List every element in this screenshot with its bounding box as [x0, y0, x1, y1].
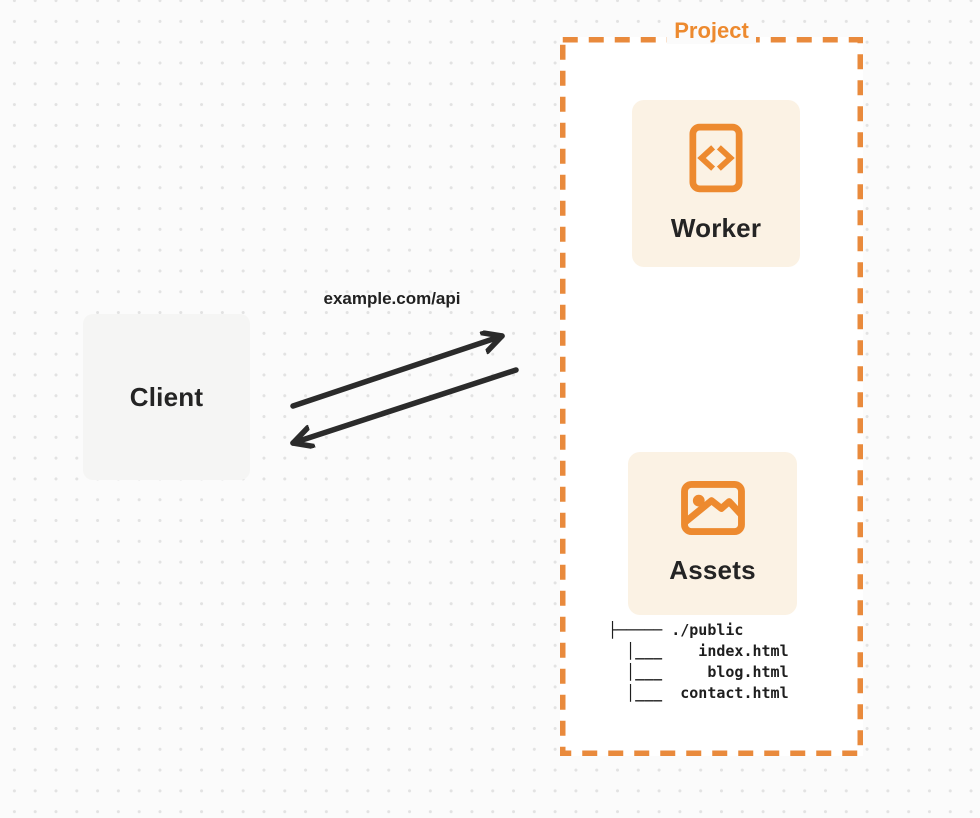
client-label: Client: [129, 381, 204, 412]
response-arrow: [290, 367, 519, 443]
worker-label: Worker: [670, 213, 762, 243]
assets-label: Assets: [669, 555, 756, 585]
request-arrow: [290, 336, 505, 409]
project-container: Project Worker Assets ├───── ./public │_…: [560, 18, 863, 756]
file-tree: ├───── ./public │___ index.html │___ blo…: [608, 621, 789, 702]
project-label-row: Project: [560, 18, 863, 44]
request-url-label: example.com/api: [323, 289, 461, 308]
image-icon: [680, 481, 745, 535]
project-label: Project: [667, 18, 756, 44]
assets-card: Assets: [628, 452, 797, 615]
project-dashed-border: [560, 37, 863, 756]
code-document-icon: [689, 123, 743, 193]
client-box: Client: [83, 314, 250, 480]
worker-card: Worker: [632, 100, 800, 267]
